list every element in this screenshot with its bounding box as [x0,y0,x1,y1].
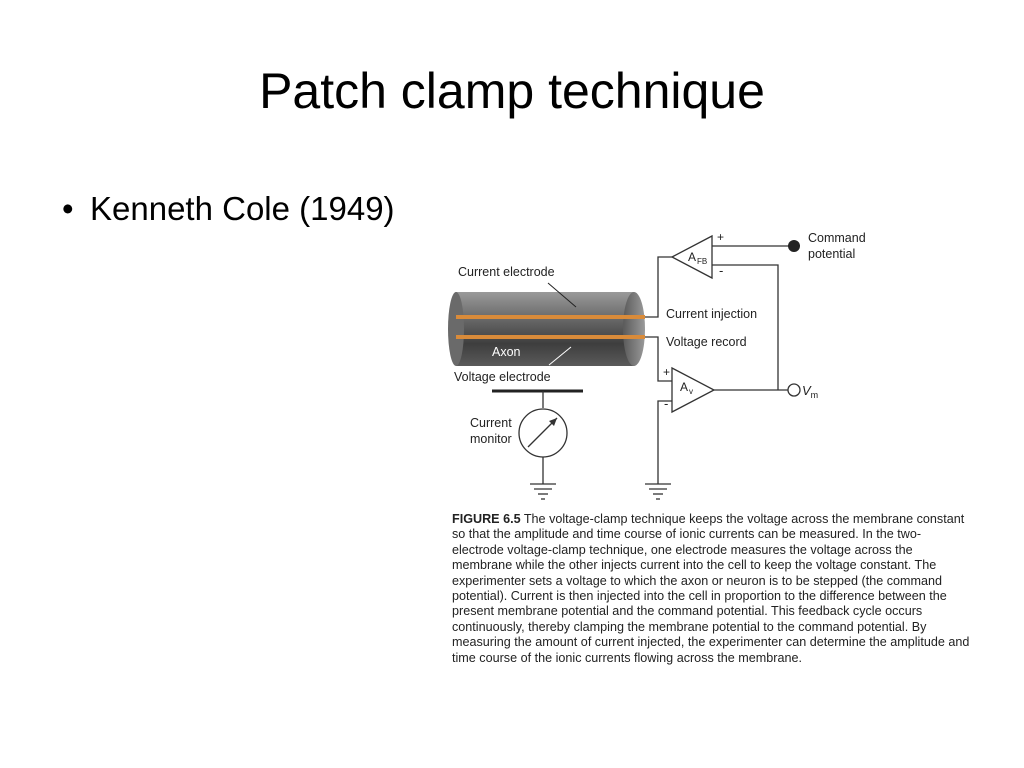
svg-text:A: A [688,250,696,264]
bullet-dot-icon: • [62,190,74,227]
voltage-clamp-diagram: Current electrode Axon Voltage electrode… [448,230,866,500]
slide-title: Patch clamp technique [259,63,765,119]
bullet-text: Kenneth Cole (1949) [90,190,395,227]
current-injection-label: Current injection [666,307,757,321]
current-monitor-label-2: monitor [470,432,512,446]
voltage-amplifier: A v + - [663,365,716,414]
figure-caption: FIGURE 6.5 The voltage-clamp technique k… [452,512,972,666]
svg-text:-: - [719,263,723,278]
figure-caption-label: FIGURE 6.5 [452,512,521,526]
bullet-item: • Kenneth Cole (1949) [62,190,395,228]
svg-text:+: + [663,365,670,379]
axon-label: Axon [492,345,521,359]
svg-text:FB: FB [697,257,707,266]
circuit-wires [645,245,794,484]
ground-icon-right [645,483,671,500]
voltage-electrode-label: Voltage electrode [454,370,551,384]
current-electrode-leader [547,282,577,308]
voltage-record-label: Voltage record [666,335,747,349]
svg-text:+: + [717,230,724,244]
command-potential-label-1: Command [808,231,866,245]
feedback-amplifier: A FB + - [670,230,724,280]
current-monitor-label-1: Current [470,416,512,430]
current-monitor-meter [518,408,568,458]
command-potential-label-2: potential [808,247,855,261]
svg-text:-: - [664,396,668,411]
current-electrode-label: Current electrode [458,265,555,279]
svg-text:v: v [689,387,693,396]
figure-caption-text: The voltage-clamp technique keeps the vo… [452,512,970,665]
command-potential-terminal-icon [788,240,800,252]
axon-cylinder [448,292,645,366]
ground-icon-left [530,483,556,500]
vm-terminal-icon [787,383,801,397]
svg-text:A: A [680,380,688,394]
vm-label: Vm [802,383,818,400]
voltage-electrode-leader [548,346,572,366]
